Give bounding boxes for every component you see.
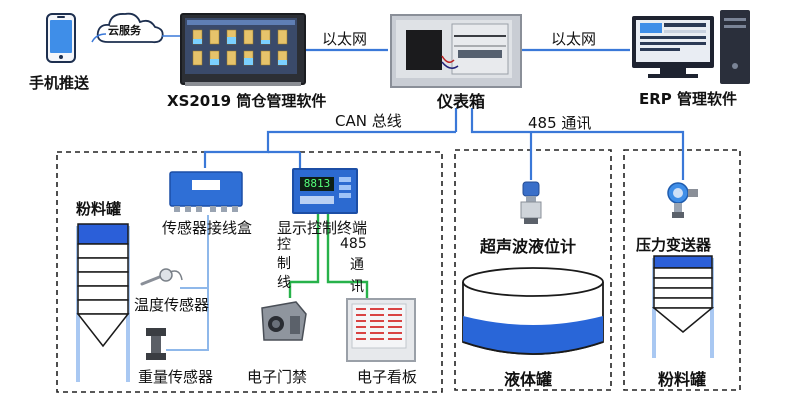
erp-node — [630, 8, 752, 86]
cloud-arrow-icon — [91, 33, 107, 43]
desktop-computer-icon — [632, 10, 750, 84]
temp-sensor — [140, 266, 184, 290]
cloud-label: 云服务 — [108, 24, 141, 37]
pressure-label: 压力变送器 — [636, 236, 712, 254]
ultrasonic-level-icon — [520, 181, 542, 224]
cloud-node: 云服务 — [94, 8, 166, 48]
cloud-icon — [96, 12, 164, 44]
junction-box-icon — [169, 171, 243, 212]
control-line-label: 控 制 线 — [277, 237, 291, 291]
display-screen: 8813 — [300, 177, 334, 191]
door-lock-icon — [261, 301, 307, 341]
display-terminal-label: 显示控制终端 — [277, 219, 368, 237]
powder-tank-right — [648, 254, 718, 360]
sensor-junction-label: 传感器接线盒 — [162, 219, 253, 237]
ethernet-right-label: 以太网 — [551, 30, 597, 48]
xs2019-label: XS2019 筒仓管理软件 — [167, 92, 327, 110]
e-board — [346, 298, 416, 362]
liquid-tank — [460, 264, 606, 362]
xs2019-stand — [185, 82, 301, 86]
liquid-tank-icon — [462, 267, 604, 355]
powder-silo-icon — [76, 223, 130, 382]
weight-sensor-label: 重量传感器 — [138, 368, 214, 386]
control-buttons-icon — [339, 177, 351, 198]
meter-box-label: 仪表箱 — [437, 92, 486, 111]
phone-label: 手机推送 — [29, 74, 90, 92]
display-keypad — [300, 196, 334, 204]
can-bus-line — [203, 130, 456, 168]
ultrasonic-sensor — [516, 180, 546, 226]
powder-tank-right-label: 粉料罐 — [658, 370, 707, 389]
phone-node — [46, 13, 76, 63]
cloud-link-arrow-icon — [162, 35, 182, 37]
rs485-sub-label: 485 通 讯 — [340, 236, 367, 295]
sensor-junction-box — [168, 168, 244, 214]
door-control-label: 电子门禁 — [247, 368, 308, 386]
powder-tank-left-label: 粉料罐 — [76, 200, 122, 218]
meter-box-icon — [396, 20, 512, 78]
ethernet-left-label: 以太网 — [322, 30, 368, 48]
pressure-transmitter-icon — [667, 182, 698, 218]
load-cell-icon — [146, 328, 166, 360]
door-control — [256, 298, 312, 346]
ultrasonic-label: 超声波液位计 — [480, 237, 577, 256]
phone-icon — [46, 13, 76, 63]
can-bus-label: CAN 总线 — [335, 112, 402, 130]
powder-tank-left — [72, 222, 134, 386]
erp-label: ERP 管理软件 — [639, 90, 738, 108]
meter-box — [390, 14, 522, 88]
pressure-sensor — [664, 180, 702, 220]
liquid-tank-label: 液体罐 — [504, 370, 553, 389]
display-terminal: 8813 — [292, 168, 358, 214]
silo-dashboard-icon — [185, 18, 297, 74]
rs485-main-label: 485 通讯 — [528, 114, 592, 132]
powder-silo-icon — [651, 255, 715, 358]
e-board-label: 电子看板 — [357, 368, 418, 386]
temperature-probe-icon — [140, 268, 183, 286]
display-board-icon — [351, 303, 407, 349]
weight-sensor — [144, 326, 168, 362]
xs2019-screen — [180, 13, 306, 85]
temp-sensor-label: 温度传感器 — [134, 296, 210, 314]
